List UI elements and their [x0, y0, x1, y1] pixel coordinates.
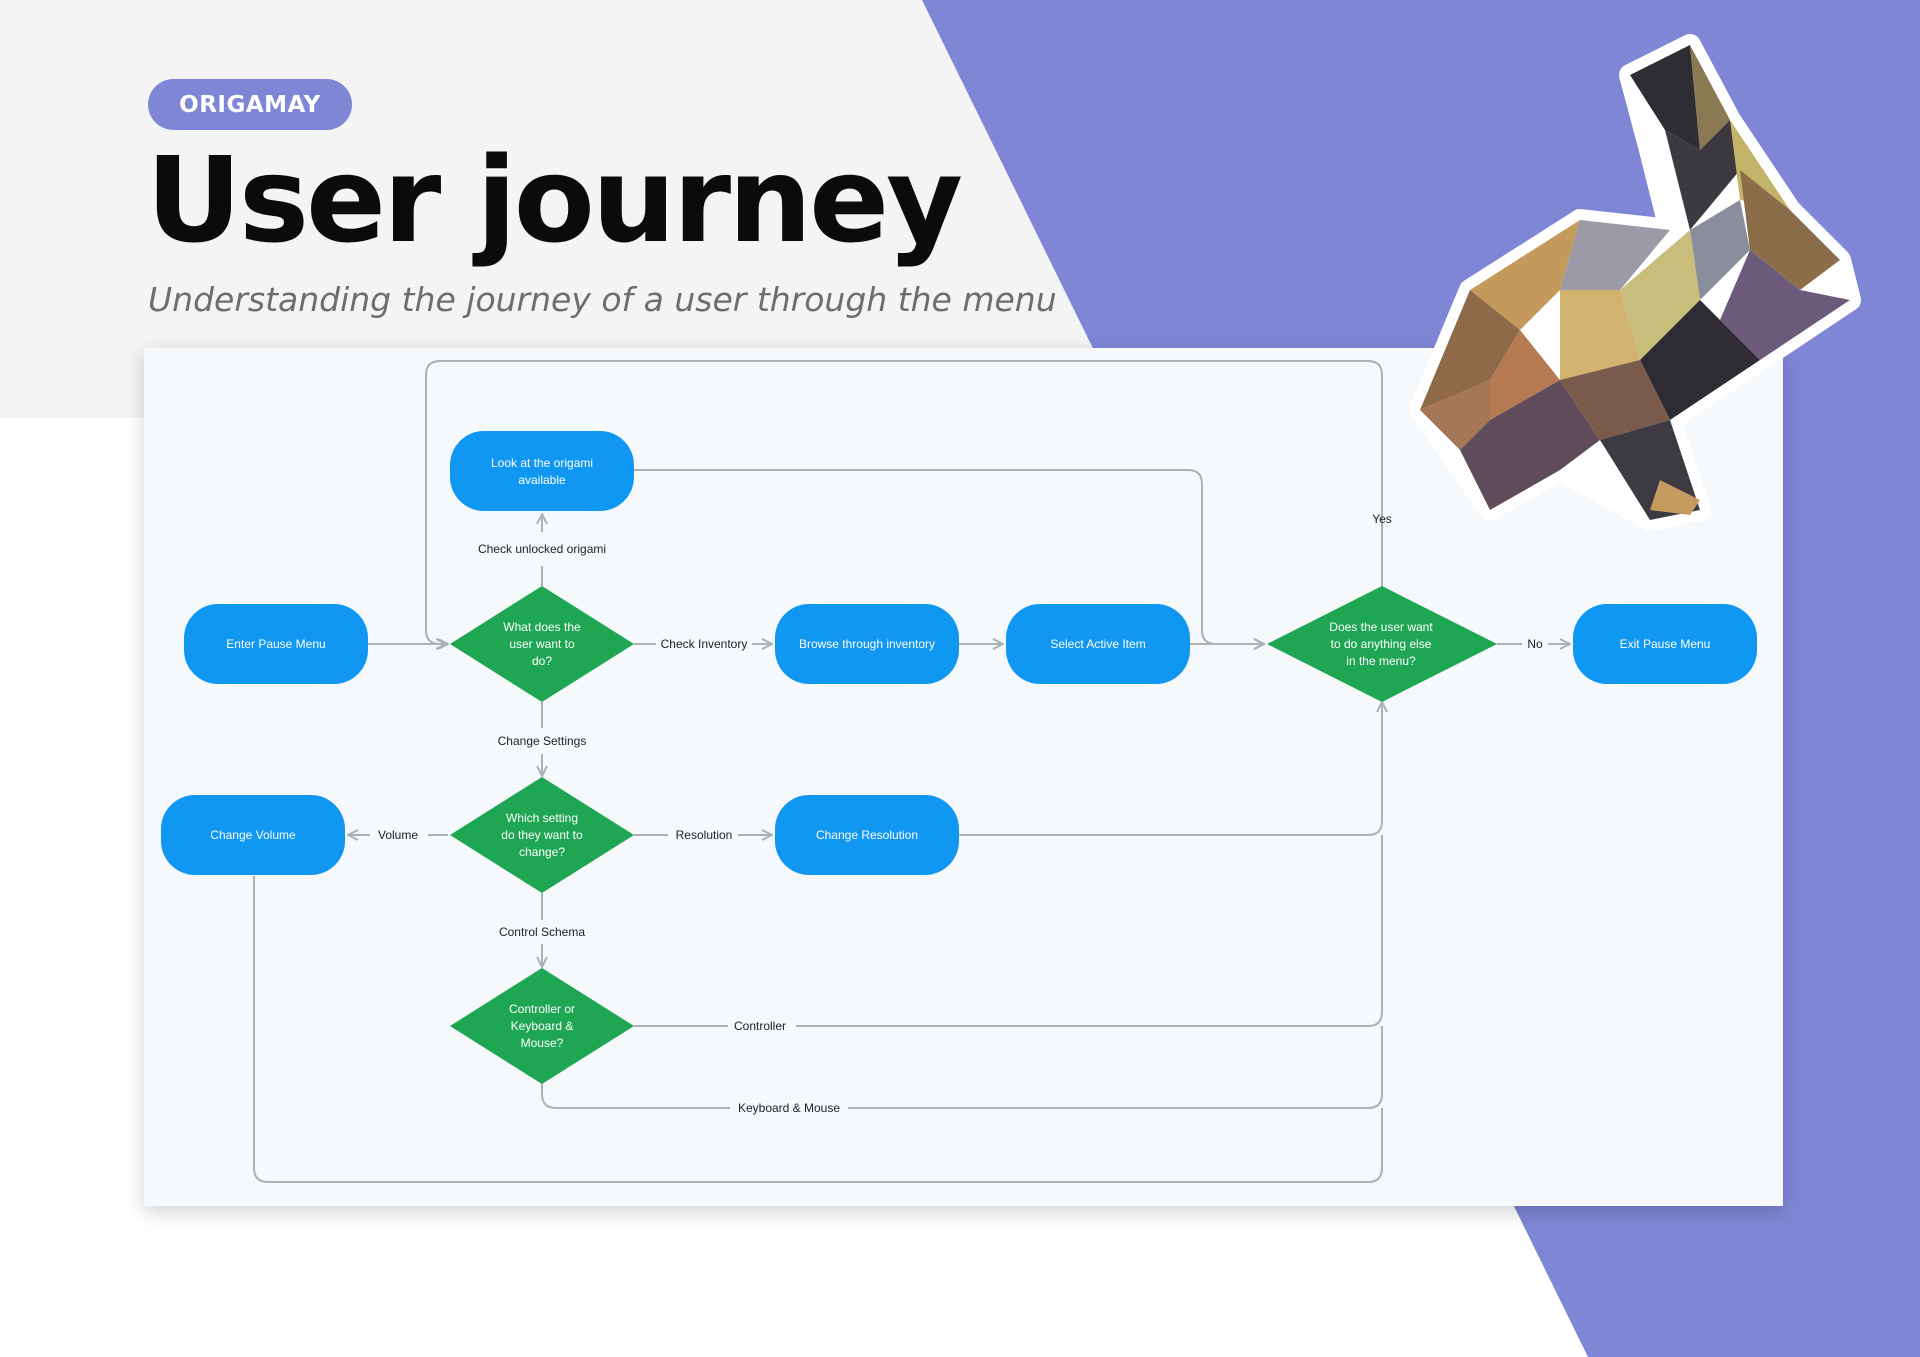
node-label: in the menu? — [1346, 654, 1416, 668]
node-label: Does the user want — [1329, 620, 1433, 634]
edge-resolution-to-decision — [959, 702, 1382, 836]
node-label: Browse through inventory — [799, 637, 935, 651]
label-control-schema: Control Schema — [499, 925, 585, 939]
node-exit-pause-menu: Exit Pause Menu — [1573, 604, 1757, 684]
node-label: Look at the origami — [491, 456, 593, 470]
edge-controller — [634, 835, 1383, 1027]
node-select-active-item: Select Active Item — [1006, 604, 1190, 684]
node-change-resolution: Change Resolution — [775, 795, 959, 875]
node-label: Controller or — [509, 1002, 575, 1016]
node-label: Keyboard & — [511, 1019, 574, 1033]
edge-loop-yes — [425, 360, 1383, 644]
decision-what-do: What does the user want to do? — [450, 586, 634, 702]
label-controller: Controller — [734, 1019, 786, 1033]
edge-labels: Check unlocked origami Check Inventory C… — [378, 512, 1543, 1115]
node-label: to do anything else — [1331, 637, 1432, 651]
node-browse-inventory: Browse through inventory — [775, 604, 959, 684]
label-check-unlocked: Check unlocked origami — [478, 542, 606, 556]
node-label: change? — [519, 845, 565, 859]
node-enter-pause-menu: Enter Pause Menu — [184, 604, 368, 684]
label-no: No — [1527, 637, 1543, 651]
node-label: user want to — [509, 637, 575, 651]
label-keyboard-mouse: Keyboard & Mouse — [738, 1101, 840, 1115]
node-label: Which setting — [506, 811, 578, 825]
decision-controller-or-kbm: Controller or Keyboard & Mouse? — [450, 968, 634, 1084]
node-label: do? — [532, 654, 552, 668]
edge-keyboard-mouse — [541, 1026, 1383, 1109]
page-title: User journey — [146, 131, 963, 269]
label-check-inventory: Check Inventory — [661, 637, 748, 651]
label-yes: Yes — [1372, 512, 1392, 526]
node-label: do they want to — [501, 828, 583, 842]
node-change-volume: Change Volume — [161, 795, 345, 875]
origami-rabbit-icon — [1409, 34, 1861, 531]
decision-which-setting: Which setting do they want to change? — [450, 777, 634, 893]
node-label: Enter Pause Menu — [226, 637, 325, 651]
node-label: Change Resolution — [816, 828, 918, 842]
connectors — [253, 360, 1570, 1183]
node-label: Change Volume — [210, 828, 296, 842]
edge-volume-loop — [253, 876, 1383, 1183]
label-volume: Volume — [378, 828, 418, 842]
node-look-origami: Look at the origami available — [450, 431, 634, 511]
page-subtitle: Understanding the journey of a user thro… — [148, 280, 1057, 319]
label-change-settings: Change Settings — [498, 734, 587, 748]
node-label: Mouse? — [521, 1036, 564, 1050]
node-label: Select Active Item — [1050, 637, 1145, 651]
decision-anything-else: Does the user want to do anything else i… — [1267, 586, 1497, 702]
node-label: What does the — [503, 620, 581, 634]
label-resolution: Resolution — [676, 828, 733, 842]
project-tag: ORIGAMAY — [148, 79, 352, 130]
node-label: available — [518, 473, 566, 487]
node-label: Exit Pause Menu — [1620, 637, 1711, 651]
